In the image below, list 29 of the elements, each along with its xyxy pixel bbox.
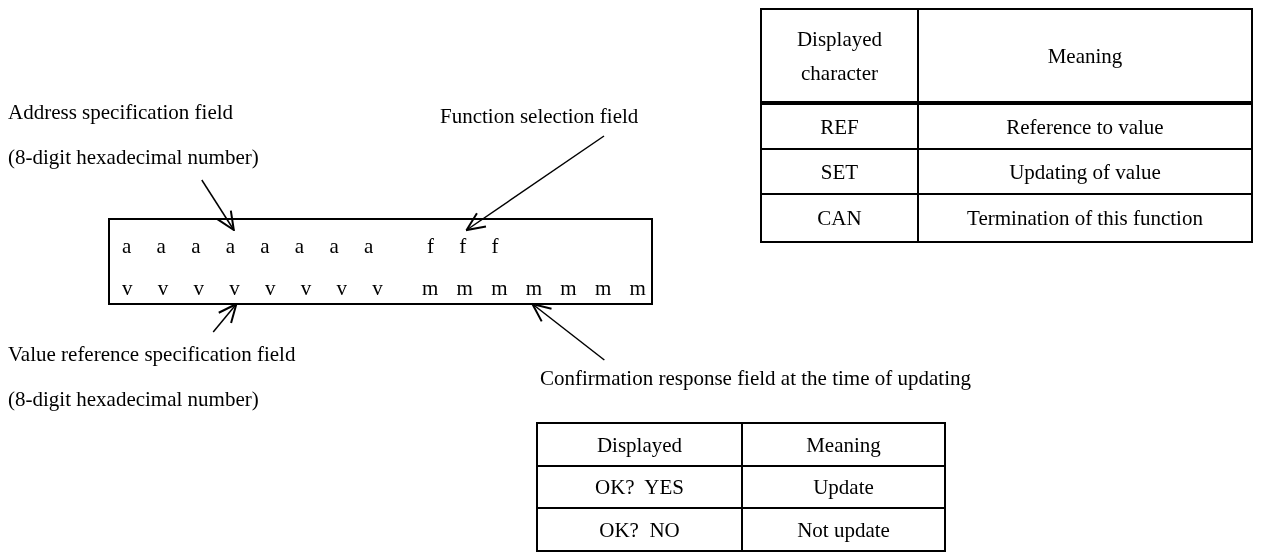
callout-text: Value reference specification field (8, 341, 297, 368)
table-cell: OK? NO (537, 508, 742, 551)
function-characters: f f f (427, 230, 517, 262)
callout-text: (8-digit hexadecimal number) (8, 144, 260, 171)
leader-arrow (212, 303, 238, 333)
table-cell: OK? YES (537, 466, 742, 508)
table-cell: Termination of this function (918, 194, 1252, 242)
callout-text: Confirmation response field at the time of updating (540, 360, 1255, 396)
callout-text: Function selection field (440, 96, 640, 136)
leader-arrow (531, 303, 606, 361)
confirmation-characters: m m m m m m m (422, 272, 652, 304)
table-cell: Not update (742, 508, 945, 551)
table-cell: Reference to value (918, 103, 1252, 149)
table-cell: Updating of value (918, 149, 1252, 194)
table-header: Displayed (537, 423, 742, 466)
table-header: Meaning (742, 423, 945, 466)
address-characters: a a a a a a a a (122, 230, 382, 262)
table-cell: SET (761, 149, 918, 194)
table-cell: REF (761, 103, 918, 149)
table-header: Meaning (918, 9, 1252, 103)
callout-text: Address specification field (8, 99, 235, 126)
table-header: Displayed character (761, 9, 918, 103)
leader-arrow (465, 135, 605, 231)
table-cell: Update (742, 466, 945, 508)
table-cell: CAN (761, 194, 918, 242)
display-screen (108, 218, 653, 305)
value-characters: v v v v v v v v (122, 272, 382, 304)
callout-text: (8-digit hexadecimal number) (8, 386, 260, 413)
leader-arrow (201, 179, 235, 231)
